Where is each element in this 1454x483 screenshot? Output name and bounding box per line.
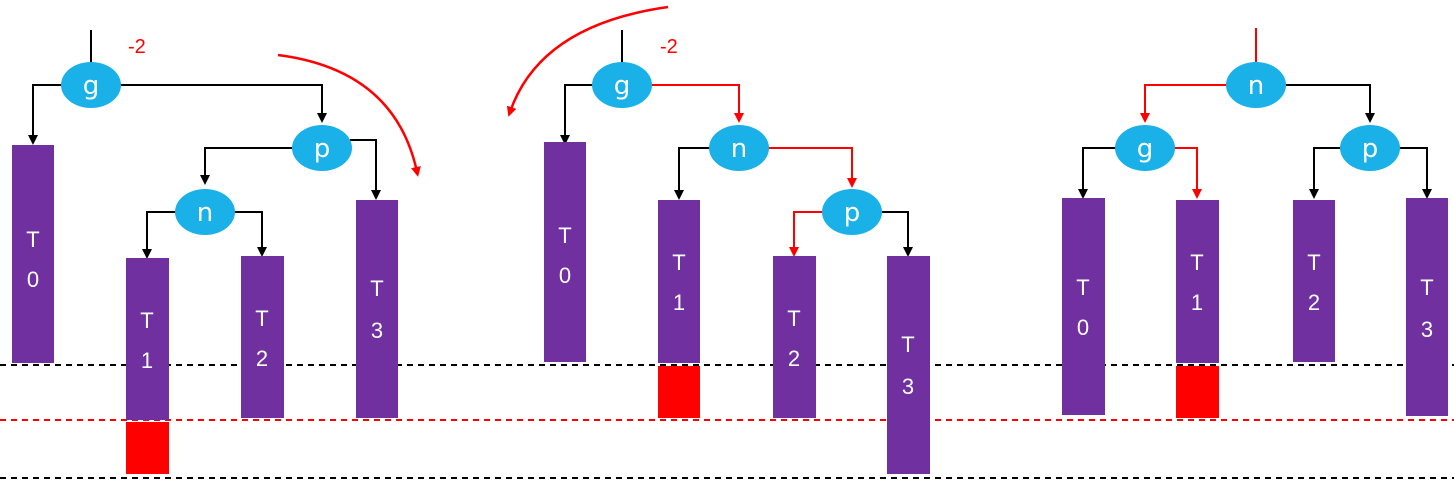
svg-text:2: 2: [788, 346, 800, 371]
p1-rotation-arrow: [277, 53, 421, 177]
svg-text:0: 0: [1077, 315, 1089, 340]
p1-edge-g-p: [120, 84, 327, 123]
p1-edge-n-t1: [142, 211, 176, 259]
p2-node-p: p: [822, 189, 882, 235]
p1-t1-extra-height-block: [126, 422, 169, 474]
p1-subtree-t1: T 1: [126, 258, 169, 420]
svg-text:1: 1: [673, 290, 685, 315]
svg-text:T: T: [901, 332, 914, 357]
svg-text:0: 0: [27, 267, 39, 292]
p3-node-g: g: [1115, 125, 1175, 171]
svg-text:0: 0: [559, 263, 571, 288]
svg-text:2: 2: [1308, 290, 1320, 315]
p2-subtree-t2: T 2: [773, 256, 816, 418]
p1-edge-p-t3: [350, 139, 381, 200]
p2-rotation-arrow: [506, 5, 669, 117]
panel-2: -2 T 0 T 1 T 2 T 3 g n: [506, 5, 930, 474]
svg-text:T: T: [1420, 275, 1433, 300]
svg-text:3: 3: [371, 318, 383, 343]
p3-edge-n-g: [1140, 84, 1227, 123]
p3-edge-n-p: [1285, 84, 1375, 123]
p3-node-p: p: [1340, 125, 1400, 171]
svg-text:T: T: [1076, 275, 1089, 300]
p2-edge-n-p: [768, 147, 857, 188]
panel-1: -2 T 0 T 1 T 2 T 3 g p: [12, 30, 421, 474]
p1-node-n: n: [175, 189, 235, 235]
panel-3: T 0 T 1 T 2 T 3 n g p: [1062, 28, 1448, 418]
p3-node-n: n: [1226, 62, 1286, 108]
p1-edge-n-t2: [234, 211, 267, 257]
svg-text:T: T: [558, 223, 571, 248]
svg-text:g: g: [614, 71, 631, 101]
p3-subtree-t2: T 2: [1293, 200, 1335, 362]
svg-text:1: 1: [141, 348, 153, 373]
svg-text:p: p: [314, 134, 331, 164]
svg-text:T: T: [1190, 250, 1203, 275]
svg-text:1: 1: [1191, 290, 1203, 315]
p1-subtree-t0: T 0: [12, 145, 54, 363]
svg-text:T: T: [255, 306, 268, 331]
p1-edge-p-n: [200, 147, 294, 185]
p1-node-g: g: [61, 62, 121, 108]
p2-t1-extra-height-block: [658, 366, 700, 418]
p2-edge-n-t1: [674, 147, 710, 200]
p2-subtree-t1: T 1: [658, 200, 700, 363]
svg-text:p: p: [844, 198, 861, 228]
p2-edge-g-n: [651, 84, 744, 123]
p3-edge-g-t1: [1174, 147, 1202, 199]
p3-subtree-t0: T 0: [1062, 198, 1105, 415]
svg-text:T: T: [787, 306, 800, 331]
p3-subtree-t3: T 3: [1406, 198, 1448, 416]
svg-text:3: 3: [1421, 317, 1433, 342]
p2-subtree-t3: T 3: [887, 256, 930, 474]
p3-edge-g-t0: [1078, 147, 1116, 199]
p2-node-n: n: [709, 125, 769, 171]
p3-subtree-t1: T 1: [1176, 200, 1219, 363]
p2-node-g: g: [592, 62, 652, 108]
svg-text:2: 2: [256, 346, 268, 371]
svg-text:n: n: [731, 134, 747, 164]
svg-text:T: T: [140, 308, 153, 333]
p2-subtree-t0: T 0: [544, 142, 586, 362]
svg-text:T: T: [370, 276, 383, 301]
svg-text:n: n: [1248, 71, 1264, 101]
svg-text:g: g: [1137, 134, 1154, 164]
p1-edge-g-t0: [28, 84, 62, 145]
p2-edge-p-t3: [881, 211, 913, 257]
svg-text:n: n: [197, 198, 213, 228]
svg-text:p: p: [1362, 134, 1379, 164]
svg-text:3: 3: [902, 374, 914, 399]
p1-node-p: p: [292, 125, 352, 171]
p1-subtree-t3: T 3: [356, 200, 398, 418]
p1-subtree-t2: T 2: [241, 256, 284, 418]
p2-edge-g-t0: [560, 84, 593, 145]
p3-edge-p-t3: [1399, 147, 1432, 199]
p3-t1-extra-height-block: [1176, 366, 1219, 418]
svg-text:T: T: [26, 227, 39, 252]
p2-balance-factor: -2: [660, 36, 678, 58]
p1-balance-factor: -2: [128, 36, 146, 58]
svg-text:T: T: [672, 250, 685, 275]
svg-text:T: T: [1307, 250, 1320, 275]
p2-edge-p-t2: [789, 211, 823, 257]
p3-edge-p-t2: [1309, 147, 1341, 199]
svg-text:g: g: [83, 71, 100, 101]
